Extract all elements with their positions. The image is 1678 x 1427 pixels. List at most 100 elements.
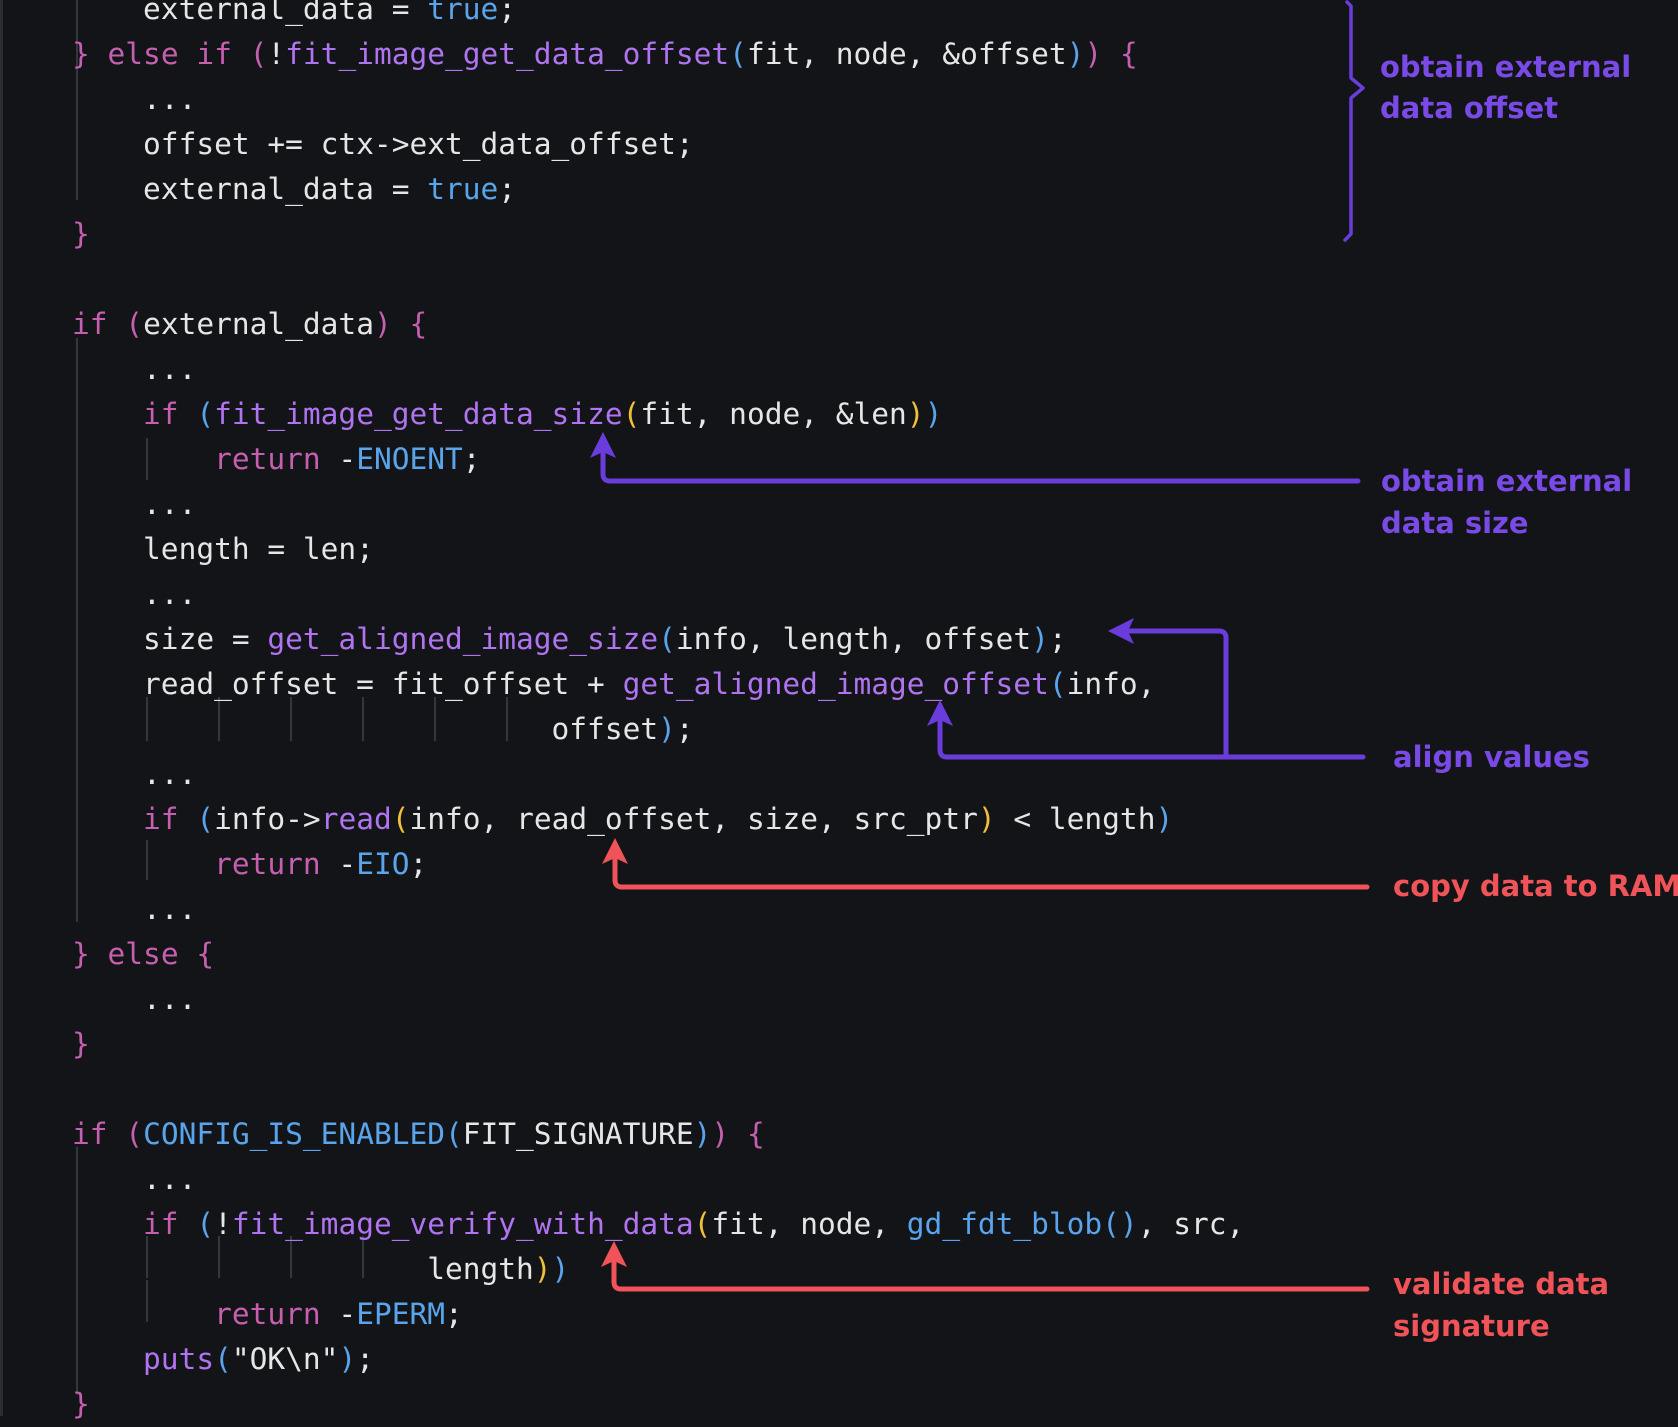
- code-token: ): [1066, 37, 1085, 71]
- code-token: return: [214, 442, 321, 476]
- code-line: return -EIO;: [72, 842, 427, 887]
- code-token: , src,: [1137, 1207, 1245, 1241]
- code-token: return: [214, 847, 321, 881]
- code-token: ): [658, 712, 676, 746]
- code-line: external_data = true;: [72, 0, 516, 32]
- annotation-copy: copy data to RAM: [1393, 869, 1678, 903]
- code-token: ): [551, 1252, 570, 1286]
- code-token: ): [373, 307, 392, 341]
- code-line: } else if (!fit_image_get_data_offset(fi…: [72, 32, 1138, 77]
- code-token: ;: [445, 1297, 463, 1331]
- code-line: ...: [72, 752, 196, 797]
- code-token: -: [320, 1297, 357, 1331]
- code-token: info, length, offset: [675, 622, 1032, 656]
- code-token: external_data: [143, 307, 374, 341]
- code-token: return: [214, 1297, 321, 1331]
- code-token: fit_image_get_data_offset: [285, 37, 730, 71]
- code-line: puts("OK\n");: [72, 1337, 374, 1382]
- code-line: ...: [72, 482, 196, 527]
- code-line: ...: [72, 887, 196, 932]
- code-token: get_aligned_image_offset: [622, 667, 1049, 701]
- code-token: (: [249, 37, 268, 71]
- code-token: ;: [675, 712, 694, 746]
- arrow-head-data-size: [590, 432, 616, 458]
- code-line: } else {: [72, 932, 214, 977]
- indent-guide: [146, 840, 148, 880]
- code-token: true: [427, 0, 499, 26]
- code-token: info->: [214, 802, 321, 836]
- code-token: if: [143, 802, 179, 836]
- code-token: ;: [498, 0, 517, 26]
- code-line: external_data = true;: [72, 167, 516, 212]
- indent-guide: [76, 338, 78, 922]
- indent-guide: [76, 0, 78, 200]
- code-token: read: [320, 802, 392, 836]
- code-token: ): [906, 397, 925, 431]
- arrow-align-branch: [1127, 628, 1229, 760]
- code-token: {: [409, 307, 428, 341]
- code-token: ): [924, 397, 943, 431]
- code-token: ;: [409, 847, 428, 881]
- code-token: (: [125, 1117, 144, 1151]
- code-token: read_offset = fit_offset +: [72, 667, 623, 701]
- code-token: get_aligned_image_size: [267, 622, 659, 656]
- indent-guide: [218, 697, 220, 741]
- code-token: puts: [72, 1342, 215, 1376]
- code-line: read_offset = fit_offset + get_aligned_i…: [72, 662, 1155, 707]
- code-token: }: [72, 937, 108, 971]
- arrow-head-copy: [602, 838, 628, 864]
- code-token: }: [72, 217, 90, 251]
- annotation-signature-line1: validate data: [1393, 1267, 1609, 1301]
- annotation-data-size-line1: obtain external: [1381, 464, 1632, 498]
- code-token: {: [746, 1117, 765, 1151]
- code-token: EIO: [356, 847, 410, 881]
- code-token: }: [72, 1027, 90, 1061]
- indent-guide: [434, 697, 436, 741]
- indent-guide: [362, 697, 364, 741]
- code-line: }: [72, 1022, 90, 1067]
- code-line: length = len;: [72, 527, 374, 572]
- code-line: length)): [72, 1247, 569, 1292]
- code-token: }: [72, 37, 108, 71]
- code-line: ...: [72, 572, 196, 617]
- code-token: gd_fdt_blob: [906, 1207, 1103, 1241]
- code-token: CONFIG_IS_ENABLED: [143, 1117, 445, 1151]
- code-token: if: [143, 397, 179, 431]
- code-token: external_data =: [72, 172, 428, 206]
- code-token: !: [267, 37, 286, 71]
- code-line: ...: [72, 347, 196, 392]
- code-token: ...: [72, 757, 197, 791]
- code-token: ): [693, 1117, 712, 1151]
- code-token: ): [711, 1117, 730, 1151]
- code-token: (: [1048, 667, 1067, 701]
- code-token: fit, node, &offset: [746, 37, 1067, 71]
- code-token: external_data =: [72, 0, 428, 26]
- code-token: else if: [107, 37, 232, 71]
- code-token: (: [196, 802, 215, 836]
- code-token: ...: [72, 1162, 197, 1196]
- code-line: ...: [72, 977, 196, 1022]
- code-token: true: [427, 172, 499, 206]
- code-line: if (!fit_image_verify_with_data(fit, nod…: [72, 1202, 1244, 1247]
- code-token: fit_image_verify_with_data: [231, 1207, 694, 1241]
- code-line: if (fit_image_get_data_size(fit, node, &…: [72, 392, 942, 437]
- code-line: }: [72, 1382, 90, 1427]
- code-token: (: [693, 1207, 712, 1241]
- code-token: {: [1119, 37, 1138, 71]
- code-token: ...: [72, 82, 197, 116]
- code-token: fit_image_get_data_size: [214, 397, 623, 431]
- code-token: ;: [498, 172, 517, 206]
- code-token: {: [196, 937, 215, 971]
- code-token: ...: [72, 892, 197, 926]
- code-token: size =: [72, 622, 268, 656]
- indent-guide: [290, 1236, 292, 1278]
- arrow-align-main: [937, 717, 1366, 760]
- code-line: ...: [72, 1157, 196, 1202]
- code-token: info,: [1066, 667, 1156, 701]
- code-token: ): [1084, 37, 1103, 71]
- indent-guide: [76, 1147, 78, 1395]
- indent-guide: [146, 1280, 148, 1322]
- annotation-align: align values: [1393, 740, 1590, 774]
- arrow-head-align-offset: [927, 700, 953, 726]
